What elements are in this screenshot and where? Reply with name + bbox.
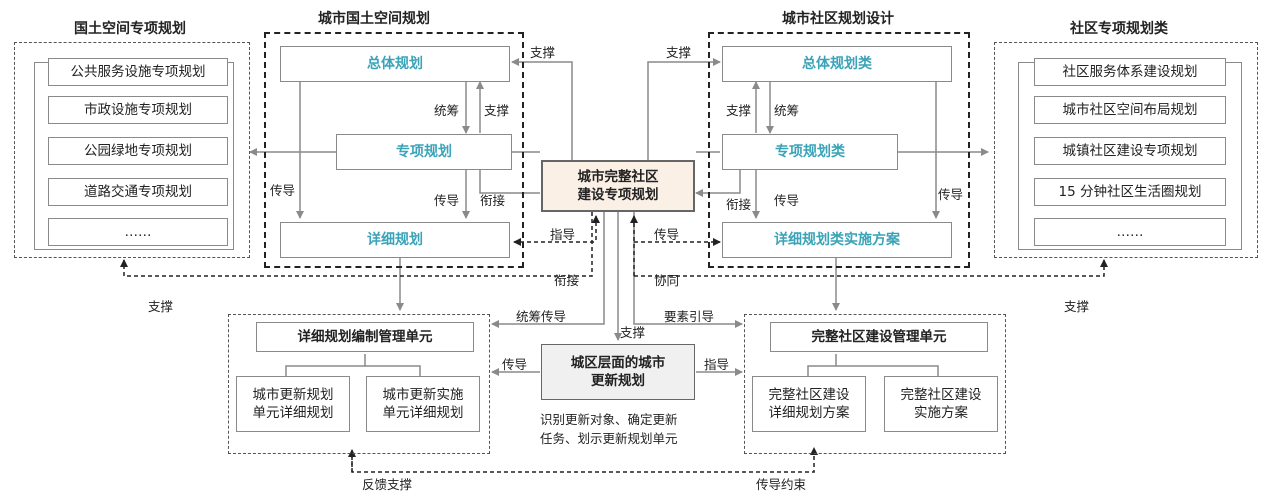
label-coordinate: 统筹: [434, 103, 460, 118]
label-collaborate: 协同: [654, 273, 680, 288]
special-plan-box: 专项规划: [336, 134, 512, 170]
center-plan-box: 城市完整社区 建设专项规划: [541, 160, 695, 212]
community-special-box: 专项规划类: [722, 134, 898, 170]
label-support: 支撑: [484, 103, 510, 118]
right-unit-title: 完整社区建设管理单元: [770, 322, 988, 352]
community-overall-box: 总体规划类: [722, 46, 952, 82]
label-feedback-support: 反馈支撑: [362, 477, 413, 492]
overall-plan-box: 总体规划: [280, 46, 510, 82]
land-special-item: 市政设施专项规划: [48, 96, 228, 124]
label-support: 支撑: [726, 103, 752, 118]
district-note: 识别更新对象、确定更新 任务、划示更新规划单元: [540, 412, 678, 446]
community-special-item: 城市社区空间布局规划: [1034, 96, 1226, 124]
label-coordinate: 统筹: [774, 103, 800, 118]
label-support: 支撑: [530, 45, 556, 60]
label-coordinate-transmit: 统筹传导: [516, 309, 567, 324]
label-transmit: 传导: [654, 227, 680, 242]
right-unit-frame: [744, 314, 1006, 454]
land-special-title: 国土空间专项规划: [74, 21, 186, 37]
community-design-frame: [708, 32, 970, 268]
label-support: 支撑: [148, 299, 174, 314]
label-connect: 衔接: [554, 273, 580, 288]
community-special-frame: [994, 42, 1258, 258]
label-transmit: 传导: [938, 187, 964, 202]
label-connect: 衔接: [726, 197, 752, 212]
community-special-item: 社区服务体系建设规划: [1034, 58, 1226, 86]
label-transmit: 传导: [774, 193, 800, 208]
label-transmit-constraint: 传导约束: [756, 477, 807, 492]
label-connect: 衔接: [480, 193, 506, 208]
land-special-frame: [14, 42, 250, 258]
land-special-item: 公共服务设施专项规划: [48, 58, 228, 86]
city-land-frame: [264, 32, 524, 268]
community-detail-box: 详细规划类实施方案: [722, 222, 952, 258]
city-land-title: 城市国土空间规划: [318, 11, 430, 27]
land-special-item: 道路交通专项规划: [48, 178, 228, 206]
label-transmit: 传导: [434, 193, 460, 208]
community-special-item: ……: [1034, 218, 1226, 246]
land-special-item: ……: [48, 218, 228, 246]
land-special-item: 公园绿地专项规划: [48, 137, 228, 165]
label-transmit: 传导: [502, 357, 528, 372]
left-unit-a: 城市更新规划 单元详细规划: [236, 376, 350, 432]
left-unit-b: 城市更新实施 单元详细规划: [366, 376, 480, 432]
label-guide: 指导: [550, 227, 576, 242]
label-support: 支撑: [1064, 299, 1090, 314]
label-transmit: 传导: [270, 183, 296, 198]
community-design-title: 城市社区规划设计: [782, 11, 894, 27]
left-unit-title: 详细规划编制管理单元: [256, 322, 474, 352]
label-element-guide: 要素引导: [664, 309, 715, 324]
community-special-title: 社区专项规划类: [1070, 21, 1168, 37]
district-renewal-box: 城区层面的城市 更新规划: [541, 344, 695, 400]
label-support: 支撑: [620, 325, 646, 340]
label-support: 支撑: [666, 45, 692, 60]
left-unit-frame: [228, 314, 490, 454]
label-guide: 指导: [704, 357, 730, 372]
community-special-item: 15 分钟社区生活圈规划: [1034, 178, 1226, 206]
detail-plan-box: 详细规划: [280, 222, 510, 258]
right-unit-a: 完整社区建设 详细规划方案: [752, 376, 866, 432]
right-unit-b: 完整社区建设 实施方案: [884, 376, 998, 432]
community-special-item: 城镇社区建设专项规划: [1034, 137, 1226, 165]
